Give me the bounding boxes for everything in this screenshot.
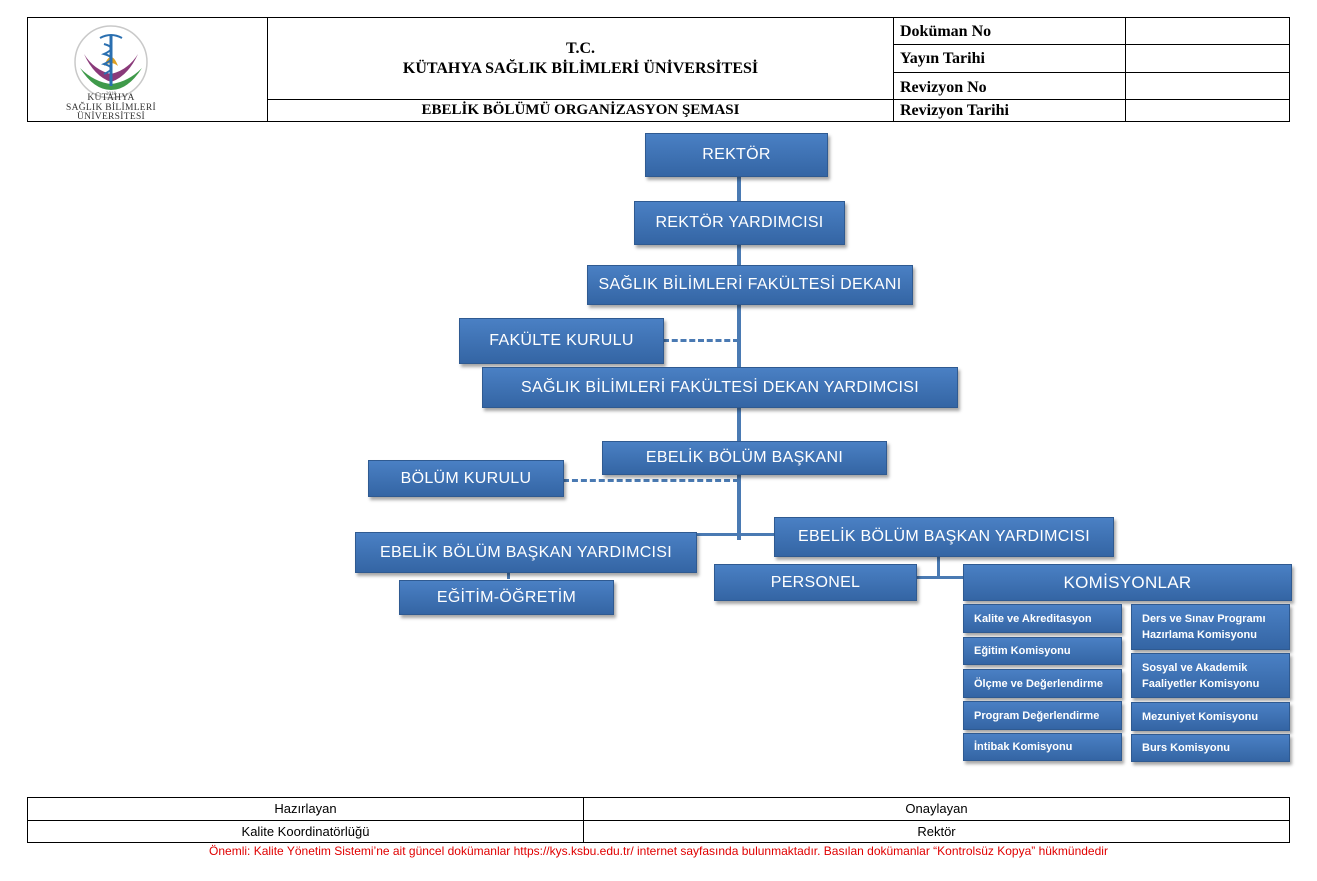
commission-burs: Burs Komisyonu [1131, 734, 1290, 762]
box-bolum-baskani: EBELİK BÖLÜM BAŞKANI [602, 441, 887, 475]
box-rektor-yardimcisi: REKTÖR YARDIMCISI [634, 201, 845, 245]
logo-text-line-3: ÜNİVERSİTESİ [77, 112, 145, 122]
meta-value [1126, 45, 1289, 72]
connector-personel-komisyon [916, 576, 964, 579]
document-subtitle: EBELİK BÖLÜMÜ ORGANİZASYON ŞEMASI [421, 102, 740, 118]
approved-by: Rektör [917, 824, 956, 839]
box-bolum-kurulu: BÖLÜM KURULU [368, 460, 564, 497]
meta-label: Revizyon Tarihi [894, 100, 1126, 121]
title-line-1: T.C. [565, 40, 596, 57]
meta-row-document-no: Doküman No [894, 18, 1289, 45]
meta-value [1126, 18, 1289, 44]
svg-text:2018: 2018 [106, 92, 117, 97]
connector-main-vertical [737, 176, 741, 540]
title-line-2: KÜTAHYA SAĞLIK BİLİMLERİ ÜNİVERSİTESİ [402, 60, 759, 77]
document-title: T.C. KÜTAHYA SAĞLIK BİLİMLERİ ÜNİVERSİTE… [268, 18, 893, 100]
approved-label: Onaylayan [584, 798, 1289, 821]
document-header: 2018 KÜTAHYA SAĞLIK BİLİMLERİ ÜNİVERSİTE… [27, 17, 1290, 122]
meta-value [1126, 100, 1289, 121]
commission-ders-sinav: Ders ve Sınav Programı Hazırlama Komisyo… [1131, 604, 1290, 650]
prepared-by: Kalite Koordinatörlüğü [28, 821, 584, 842]
meta-row-publish-date: Yayın Tarihi [894, 45, 1289, 73]
box-baskan-yardimcisi-right: EBELİK BÖLÜM BAŞKAN YARDIMCISI [774, 517, 1114, 557]
connector-right-down [937, 555, 940, 577]
commission-sosyal: Sosyal ve Akademik Faaliyetler Komisyonu [1131, 653, 1290, 698]
box-egitim-ogretim: EĞİTİM-ÖĞRETİM [399, 580, 614, 615]
logo-text-line-1: KÜTAHYA [87, 93, 135, 103]
meta-row-revision-date: Revizyon Tarihi [894, 100, 1289, 121]
commission-egitim: Eğitim Komisyonu [963, 637, 1122, 665]
meta-row-revision-no: Revizyon No [894, 73, 1289, 100]
logo-cell: 2018 KÜTAHYA SAĞLIK BİLİMLERİ ÜNİVERSİTE… [28, 18, 268, 122]
footer-note: Önemli: Kalite Yönetim Sistemi’ne ait gü… [209, 844, 1108, 858]
box-dekan-yardimcisi: SAĞLIK BİLİMLERİ FAKÜLTESİ DEKAN YARDIMC… [482, 367, 958, 408]
university-logo: 2018 [74, 25, 148, 99]
commission-program: Program Değerlendirme [963, 701, 1122, 730]
box-fakulte-kurulu: FAKÜLTE KURULU [459, 318, 664, 364]
commission-intibak: İntibak Komisyonu [963, 733, 1122, 761]
document-meta-table: Doküman No Yayın Tarihi Revizyon No Revi… [894, 18, 1289, 121]
meta-label: Revizyon No [894, 73, 1126, 99]
box-dekan: SAĞLIK BİLİMLERİ FAKÜLTESİ DEKANI [587, 265, 913, 305]
connector-egitim [507, 572, 510, 579]
box-rektor: REKTÖR [645, 133, 828, 177]
connector-left-branch [696, 533, 776, 536]
box-personel: PERSONEL [714, 564, 917, 601]
meta-label: Doküman No [894, 18, 1126, 44]
box-baskan-yardimcisi-left: EBELİK BÖLÜM BAŞKAN YARDIMCISI [355, 532, 697, 573]
box-komisyonlar: KOMİSYONLAR [963, 564, 1292, 601]
approval-table: Hazırlayan Onaylayan Kalite Koordinatörl… [27, 797, 1290, 843]
connector-bolum-kurulu [563, 479, 739, 482]
title-cell: T.C. KÜTAHYA SAĞLIK BİLİMLERİ ÜNİVERSİTE… [268, 18, 894, 121]
logo-text-line-2: SAĞLIK BİLİMLERİ [65, 103, 157, 113]
meta-label: Yayın Tarihi [894, 45, 1126, 72]
connector-fakulte-kurulu [663, 339, 739, 342]
commission-olcme: Ölçme ve Değerlendirme [963, 669, 1122, 698]
commission-mezuniyet: Mezuniyet Komisyonu [1131, 702, 1290, 731]
commission-kalite: Kalite ve Akreditasyon [963, 604, 1122, 633]
prepared-label: Hazırlayan [28, 798, 584, 821]
meta-value [1126, 73, 1289, 99]
